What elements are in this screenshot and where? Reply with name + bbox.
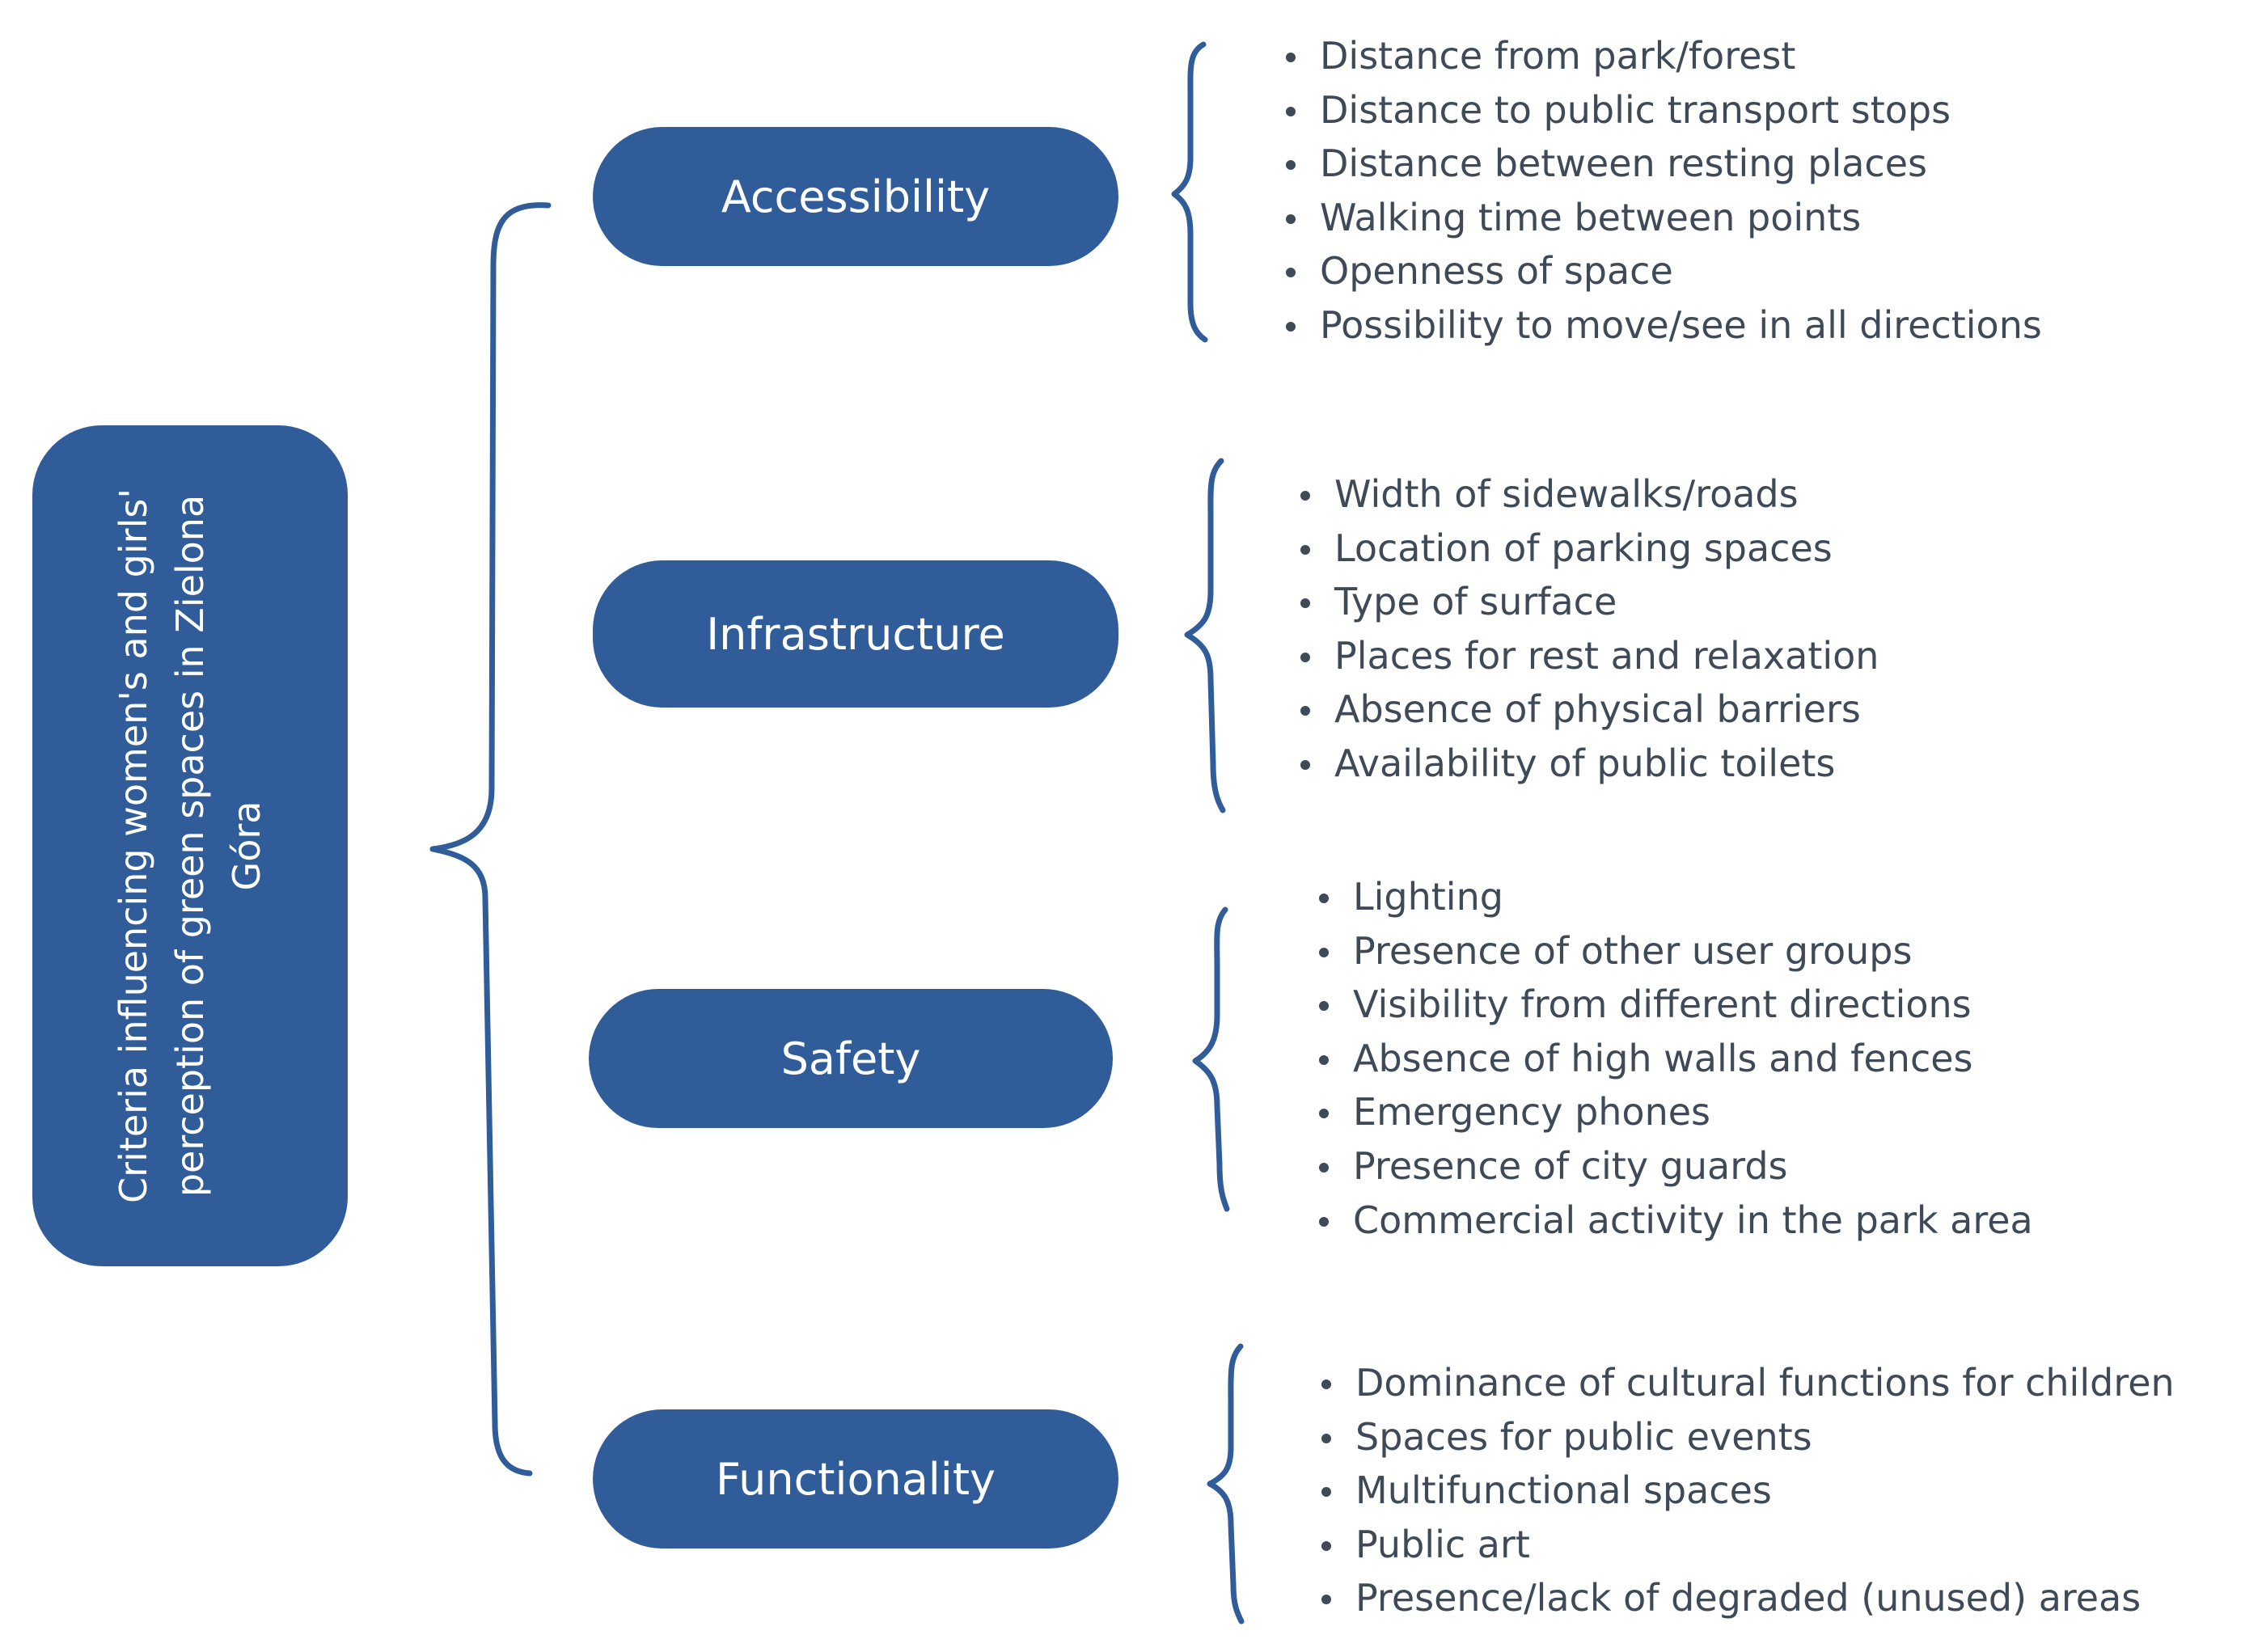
accessibility-criteria-list: Distance from park/forest Distance to pu… [1281,29,2042,353]
list-item: Multifunctional spaces [1317,1464,2175,1518]
bullet-icon [1321,1379,1331,1389]
list-item: Width of sidewalks/roads [1296,467,1879,522]
category-box-infrastructure: Infrastructure [593,560,1118,708]
bullet-icon [1319,1054,1329,1065]
category-label-safety: Safety [780,1033,921,1084]
bullet-icon [1319,1001,1329,1012]
list-item: Absence of high walls and fences [1314,1032,2033,1086]
category-box-accessibility: Accessibility [593,127,1118,266]
bullet-icon [1321,1433,1331,1443]
bullet-icon [1300,759,1310,770]
category-label-infrastructure: Infrastructure [706,608,1005,660]
root-criteria-box [32,425,348,1266]
bullet-icon [1300,491,1310,501]
list-item: Distance to public transport stops [1281,83,2042,137]
bullet-icon [1286,53,1296,62]
list-item: Walking time between points [1281,191,2042,245]
safety-brace [1192,906,1230,1212]
bullet-icon [1286,213,1296,224]
bullet-icon [1300,706,1310,716]
list-item: Location of parking spaces [1296,522,1879,576]
list-item: Visibility from different directions [1314,978,2033,1032]
category-label-functionality: Functionality [716,1453,996,1505]
bullet-icon [1319,894,1329,903]
list-item: Public art [1317,1518,2175,1572]
list-item: Type of surface [1296,575,1879,629]
functionality-criteria-list: Dominance of cultural functions for chil… [1317,1356,2175,1625]
list-item: Openness of space [1281,244,2042,298]
list-item: Presence/lack of degraded (unused) areas [1317,1571,2175,1625]
bullet-icon [1300,598,1310,609]
bullet-icon [1300,544,1310,555]
list-item: Presence of city guards [1314,1139,2033,1194]
bullet-icon [1321,1487,1331,1498]
bullet-icon [1300,652,1310,662]
list-item: Emergency phones [1314,1085,2033,1139]
main-brace [429,202,552,1477]
bullet-icon [1286,106,1296,116]
list-item: Possibility to move/see in all direction… [1281,298,2042,353]
list-item: Dominance of cultural functions for chil… [1317,1356,2175,1410]
category-box-safety: Safety [589,989,1113,1128]
bullet-icon [1286,160,1296,171]
list-item: Availability of public toilets [1296,737,1879,791]
list-item: Absence of physical barriers [1296,682,1879,737]
root-criteria-label: Criteria influencing women's and girls' … [112,488,268,1203]
safety-criteria-list: Lighting Presence of other user groups V… [1314,870,2033,1247]
list-item: Lighting [1314,870,2033,924]
list-item: Commercial activity in the park area [1314,1194,2033,1248]
bullet-icon [1319,1162,1329,1172]
bullet-icon [1319,947,1329,957]
functionality-brace [1207,1343,1245,1625]
bullet-icon [1321,1595,1331,1605]
list-item: Distance between resting places [1281,137,2042,191]
bullet-icon [1319,1216,1329,1227]
infrastructure-brace [1184,458,1226,813]
infrastructure-criteria-list: Width of sidewalks/roads Location of par… [1296,467,1879,791]
list-item: Places for rest and relaxation [1296,629,1879,683]
bullet-icon [1286,268,1296,278]
bullet-icon [1319,1109,1329,1119]
accessibility-brace [1171,41,1208,343]
bullet-icon [1286,321,1296,332]
bullet-icon [1321,1540,1331,1551]
category-label-accessibility: Accessibility [721,171,991,222]
category-box-functionality: Functionality [593,1409,1118,1548]
list-item: Spaces for public events [1317,1410,2175,1464]
list-item: Distance from park/forest [1281,29,2042,83]
list-item: Presence of other user groups [1314,924,2033,978]
